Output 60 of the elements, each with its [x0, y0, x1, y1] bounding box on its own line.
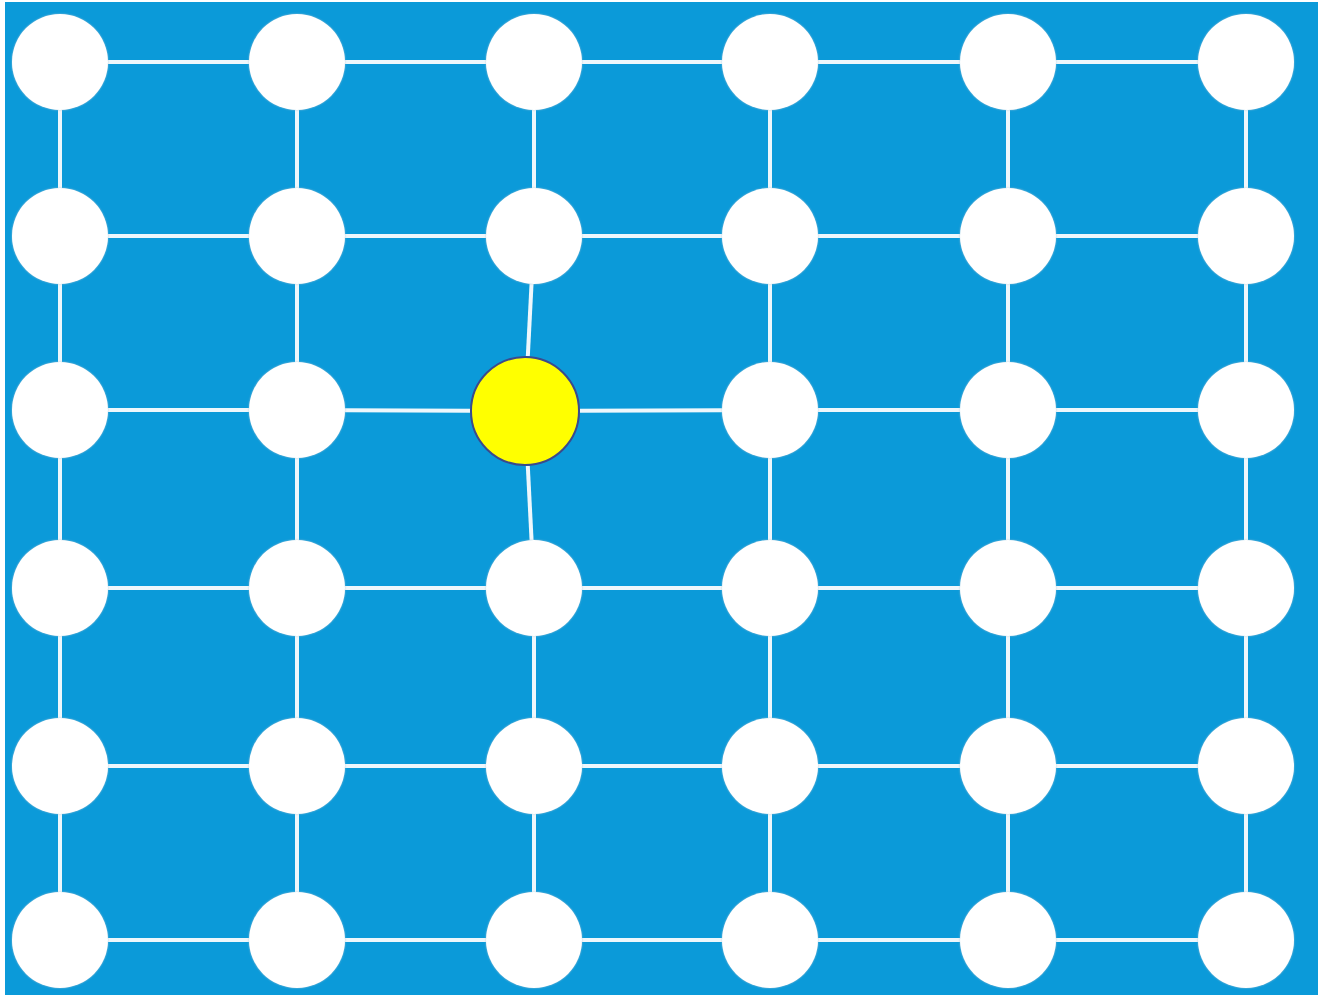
connector-line — [818, 60, 960, 64]
connector-line — [295, 636, 299, 718]
connector-line — [525, 283, 534, 357]
connector-line — [768, 284, 772, 362]
connector-line — [768, 110, 772, 188]
connector-line — [1056, 234, 1198, 238]
connector-line — [818, 586, 960, 590]
connector-line — [58, 814, 62, 892]
connector-line — [345, 234, 486, 238]
connector-line — [1244, 110, 1248, 188]
connector-line — [1006, 284, 1010, 362]
connector-line — [58, 458, 62, 540]
connector-line — [1056, 586, 1198, 590]
connector-line — [1056, 408, 1198, 412]
connector-line — [295, 284, 299, 362]
connector-line — [108, 60, 249, 64]
connector-line — [582, 234, 722, 238]
connector-line — [1056, 764, 1198, 768]
connector-line — [582, 586, 722, 590]
connector-line — [1056, 938, 1198, 942]
connector-line — [1006, 458, 1010, 540]
connector-line — [582, 938, 722, 942]
connector-line — [108, 938, 249, 942]
connector-line — [108, 408, 249, 412]
connector-line — [532, 814, 536, 892]
connector-line — [768, 636, 772, 718]
connector-line — [582, 764, 722, 768]
connector-line — [58, 284, 62, 362]
connector-line — [1244, 814, 1248, 892]
connector-line — [295, 814, 299, 892]
connector-line — [1006, 814, 1010, 892]
connector-line — [768, 458, 772, 540]
connector-line — [1244, 636, 1248, 718]
connector-line — [818, 764, 960, 768]
connector-line — [108, 764, 249, 768]
connector-line — [295, 110, 299, 188]
connector-line — [345, 60, 486, 64]
connector-line — [108, 586, 249, 590]
connector-line — [295, 458, 299, 540]
connector-line — [532, 110, 536, 188]
connector-line — [58, 636, 62, 718]
connector-line — [1006, 636, 1010, 718]
connector-line — [1056, 60, 1198, 64]
connector-line — [580, 408, 722, 413]
connector-line — [768, 814, 772, 892]
connector-line — [58, 110, 62, 188]
connector-line — [345, 938, 486, 942]
connector-line — [345, 764, 486, 768]
connector-line — [818, 938, 960, 942]
connector-line — [108, 234, 249, 238]
connector-line — [525, 465, 534, 541]
connector-line — [582, 60, 722, 64]
connector-line — [1006, 110, 1010, 188]
connector-line — [818, 234, 960, 238]
connector-line — [345, 408, 470, 413]
connector-line — [532, 636, 536, 718]
connector-line — [818, 408, 960, 412]
connector-line — [345, 586, 486, 590]
connector-line — [1244, 284, 1248, 362]
connector-line — [1244, 458, 1248, 540]
